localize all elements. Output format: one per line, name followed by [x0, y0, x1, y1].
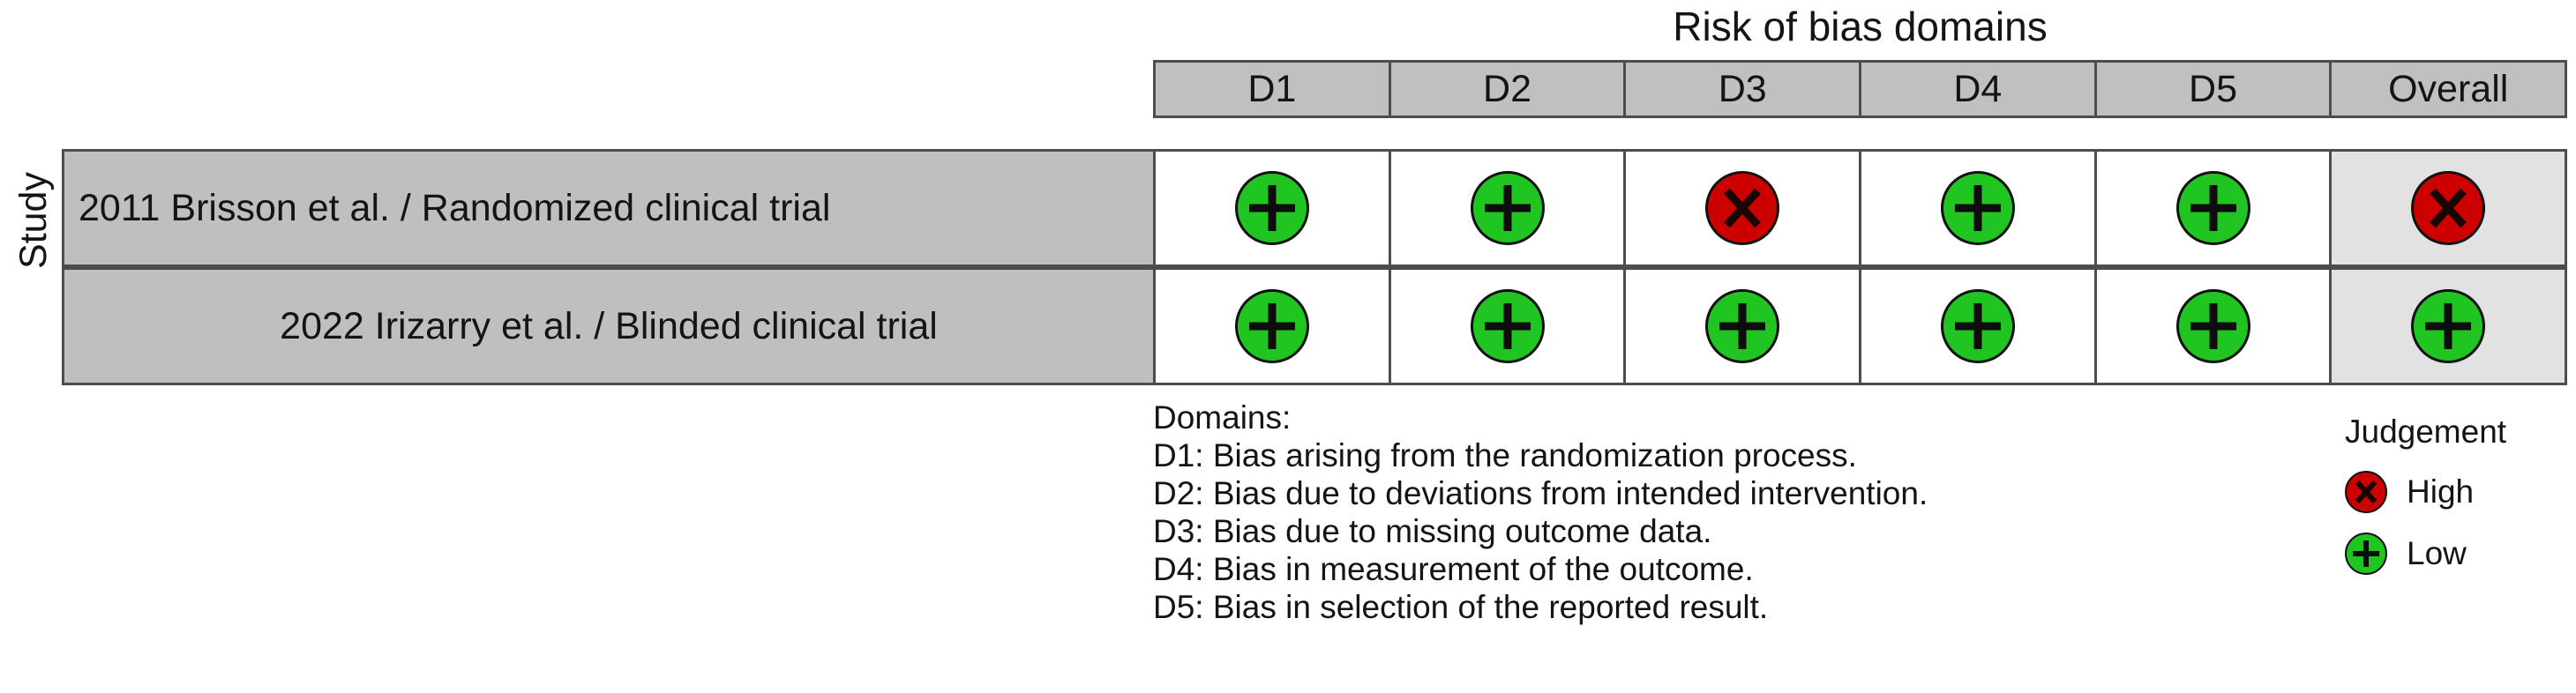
legend-label-high: High: [2407, 473, 2475, 510]
table-row: 2022 Irizarry et al. / Blinded clinical …: [62, 267, 2567, 385]
judgement-cell-d5[interactable]: [2096, 152, 2333, 265]
study-label: 2011 Brisson et al. / Randomized clinica…: [64, 152, 1156, 265]
domain-description-d3: D3: Bias due to missing outcome data.: [1153, 513, 1712, 549]
judgement-cell-d1[interactable]: [1156, 270, 1391, 383]
judgement-legend: Judgement High Low: [2329, 413, 2576, 575]
domain-description-d4: D4: Bias in measurement of the outcome.: [1153, 551, 1754, 587]
x-icon: [2345, 471, 2387, 513]
domain-description-d2: D2: Bias due to deviations from intended…: [1153, 475, 1928, 511]
plus-icon: [1234, 171, 1309, 245]
domain-description-d5: D5: Bias in selection of the reported re…: [1153, 589, 1769, 625]
domain-description-d1: D1: Bias arising from the randomization …: [1153, 437, 1857, 473]
x-icon: [1705, 171, 1780, 245]
judgement-cell-overall[interactable]: [2332, 152, 2565, 265]
plus-icon: [1234, 289, 1309, 363]
y-axis-label: Study: [12, 172, 55, 269]
domains-legend-heading: Domains:: [1153, 399, 1292, 436]
legend-item-low: Low: [2329, 533, 2576, 575]
legend-label-low: Low: [2407, 535, 2467, 571]
plus-icon: [1940, 171, 2015, 245]
plus-icon: [1940, 289, 2015, 363]
judgement-cell-d2[interactable]: [1390, 152, 1627, 265]
judgement-cell-d1[interactable]: [1156, 152, 1391, 265]
column-header-d5: D5: [2096, 63, 2333, 116]
plus-icon: [2175, 289, 2250, 363]
domains-legend: Domains: D1: Bias arising from the rando…: [1153, 399, 1928, 626]
plus-icon: [2175, 171, 2250, 245]
judgement-cell-d5[interactable]: [2096, 270, 2333, 383]
risk-of-bias-table: D1 D2 D3 D4 D5 Overall 2011 Brisson et a…: [62, 60, 2567, 391]
column-header-d4: D4: [1861, 63, 2097, 116]
table-row: 2011 Brisson et al. / Randomized clinica…: [62, 149, 2567, 267]
column-header-d2: D2: [1390, 63, 1627, 116]
judgement-legend-title: Judgement: [2345, 414, 2507, 450]
plus-icon: [1470, 289, 1545, 363]
judgement-cell-d3[interactable]: [1626, 270, 1862, 383]
column-header-d1: D1: [1156, 63, 1391, 116]
legend-item-high: High: [2329, 471, 2576, 513]
study-label: 2022 Irizarry et al. / Blinded clinical …: [64, 270, 1156, 383]
plus-icon: [1705, 289, 1780, 363]
column-header-d3: D3: [1626, 63, 1862, 116]
judgement-cell-d4[interactable]: [1861, 152, 2097, 265]
page-title: Risk of bias domains: [1673, 4, 2048, 49]
judgement-cell-d4[interactable]: [1861, 270, 2097, 383]
column-header-overall: Overall: [2332, 63, 2565, 116]
plus-icon: [2411, 289, 2486, 363]
judgement-cell-d3[interactable]: [1626, 152, 1862, 265]
judgement-cell-overall[interactable]: [2332, 270, 2565, 383]
x-icon: [2411, 171, 2486, 245]
judgement-cell-d2[interactable]: [1390, 270, 1627, 383]
plus-icon: [2345, 533, 2387, 575]
table-header-row: D1 D2 D3 D4 D5 Overall: [1153, 60, 2567, 118]
plus-icon: [1470, 171, 1545, 245]
